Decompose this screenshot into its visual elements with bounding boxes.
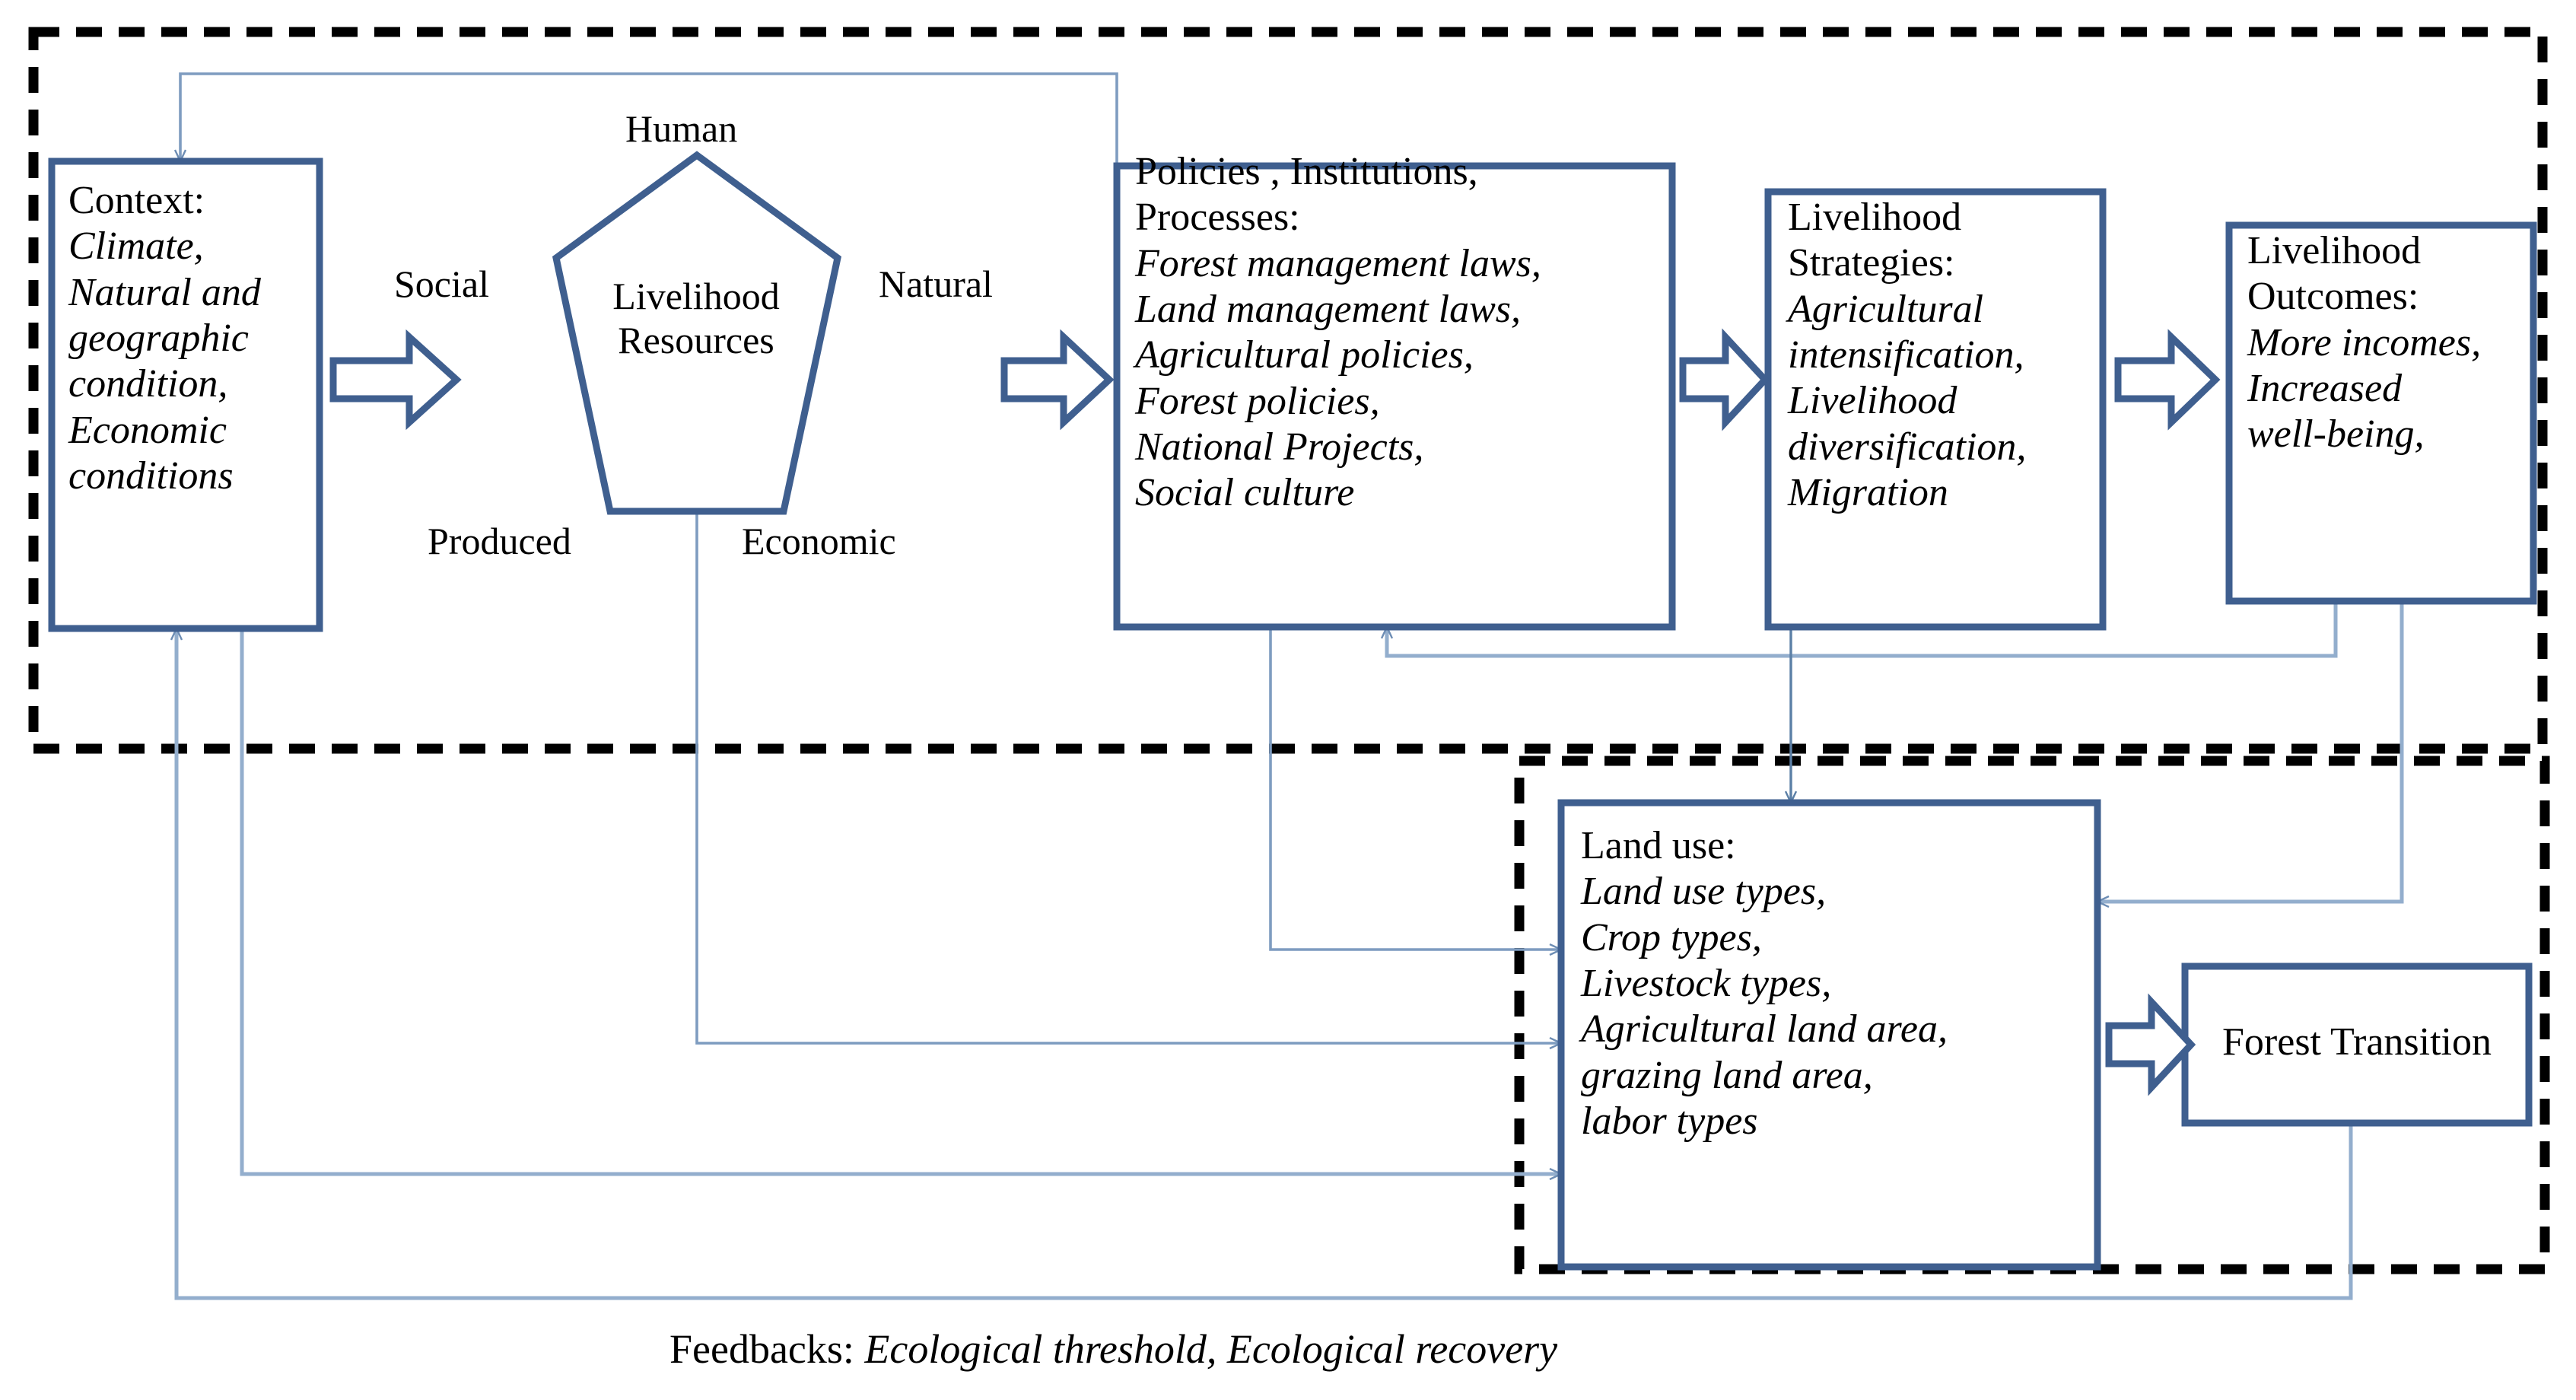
upper-dashed-frame bbox=[28, 27, 2548, 754]
landuse-item: Crop types, bbox=[1581, 915, 1762, 959]
strategies-item: intensification, bbox=[1788, 332, 2024, 377]
policies-item: Land management laws, bbox=[1135, 287, 1521, 331]
context-box-outline bbox=[48, 158, 323, 632]
block-arrow-pentagon-to-policies bbox=[1000, 329, 1115, 431]
context-box[interactable]: Context: Climate, Natural and geographic… bbox=[68, 178, 320, 499]
block-arrow-landuse-to-forest-transition bbox=[2105, 993, 2196, 1096]
strategies-title-line: Livelihood bbox=[1788, 196, 1962, 239]
pentagon-center-line: Resources bbox=[618, 319, 774, 361]
strategies-title-line: Strategies: bbox=[1788, 241, 1955, 285]
pentagon-vertex-economic: Economic bbox=[742, 520, 896, 562]
context-item: conditions bbox=[68, 453, 234, 498]
forest-transition-box[interactable]: Forest Transition bbox=[2185, 1020, 2529, 1065]
forest-transition-box-outline bbox=[2181, 963, 2533, 1127]
box-outlines bbox=[48, 158, 2537, 1271]
feedbacks-caption-items: Ecological threshold, Ecological recover… bbox=[864, 1326, 1558, 1372]
landuse-box[interactable]: Land use: Land use types, Crop types, Li… bbox=[1581, 823, 2106, 1144]
block-arrow-strategies-to-outcomes bbox=[2114, 329, 2221, 431]
connector-outcomes-to-landuse bbox=[2097, 601, 2404, 902]
pentagon-vertex-social: Social bbox=[394, 262, 489, 305]
strategies-box-outline bbox=[1764, 188, 2107, 631]
policies-item: National Projects, bbox=[1135, 425, 1424, 469]
outcomes-item: well-being, bbox=[2247, 412, 2425, 457]
outcomes-title-line: Livelihood bbox=[2247, 229, 2422, 272]
block-arrows bbox=[329, 328, 2221, 1096]
policies-box[interactable]: Policies , Institutions, Processes: Fore… bbox=[1135, 149, 1668, 517]
strategies-item: diversification, bbox=[1788, 425, 2027, 469]
livelihood-pentagon bbox=[552, 151, 842, 515]
connector-policies-to-context bbox=[180, 72, 1118, 166]
block-arrow-context-to-pentagon bbox=[329, 329, 462, 431]
connector-pentagon-to-landuse bbox=[695, 511, 1561, 1043]
policies-box-outline bbox=[1113, 162, 1676, 631]
connector-context-to-landuse bbox=[240, 628, 1561, 1174]
context-item: geographic bbox=[68, 316, 249, 360]
policies-title-line: Policies , Institutions, bbox=[1135, 150, 1478, 193]
pentagon-vertex-produced: Produced bbox=[428, 520, 571, 562]
pentagon-vertex-human: Human bbox=[625, 107, 738, 150]
policies-item: Agricultural policies, bbox=[1135, 333, 1474, 377]
strategies-item: Agricultural bbox=[1788, 287, 1984, 331]
outcomes-item: Increased bbox=[2247, 366, 2403, 410]
strategies-box[interactable]: Livelihood Strategies: Agricultural inte… bbox=[1788, 195, 2107, 516]
landuse-title: Land use: bbox=[1581, 824, 1736, 867]
pentagon-center-label: Livelihood Resources bbox=[578, 274, 814, 362]
forest-transition-title: Forest Transition bbox=[2222, 1020, 2492, 1064]
landuse-item: labor types bbox=[1581, 1099, 1758, 1143]
landuse-item: grazing land area, bbox=[1581, 1053, 1873, 1097]
block-arrow-policies-to-strategies bbox=[1679, 328, 1770, 431]
connector-policies-to-landuse bbox=[1269, 627, 1561, 950]
strategies-item: Migration bbox=[1788, 470, 1948, 514]
feedbacks-caption-prefix: Feedbacks: bbox=[669, 1326, 865, 1372]
context-item: condition, bbox=[68, 362, 228, 406]
policies-title-line: Processes: bbox=[1135, 196, 1300, 240]
policies-item: Social culture bbox=[1135, 471, 1355, 515]
connector-outcomes-to-policies bbox=[1387, 601, 2338, 658]
outcomes-item: More incomes, bbox=[2247, 320, 2482, 364]
pentagon-center-line: Livelihood bbox=[612, 275, 780, 317]
context-item: Climate, bbox=[68, 224, 204, 269]
policies-item: Forest management laws, bbox=[1135, 241, 1541, 285]
context-item: Economic bbox=[68, 408, 227, 452]
policies-item: Forest policies, bbox=[1135, 379, 1380, 423]
context-item: Natural and bbox=[68, 270, 261, 314]
outcomes-title-line: Outcomes: bbox=[2247, 275, 2419, 319]
landuse-item: Livestock types, bbox=[1581, 961, 1832, 1005]
feedbacks-caption: Feedbacks: Ecological threshold, Ecologi… bbox=[669, 1325, 1557, 1373]
pentagon-vertex-natural: Natural bbox=[879, 262, 993, 305]
connector-forest-transition-to-context bbox=[177, 628, 2353, 1300]
strategies-item: Livelihood bbox=[1788, 379, 1957, 423]
outcomes-box[interactable]: Livelihood Outcomes: More incomes, Incre… bbox=[2247, 228, 2536, 458]
landuse-item: Land use types, bbox=[1581, 870, 1827, 914]
landuse-item: Agricultural land area, bbox=[1581, 1007, 1948, 1052]
outcomes-box-outline bbox=[2225, 221, 2537, 605]
context-title: Context: bbox=[68, 179, 205, 222]
landuse-box-outline bbox=[1557, 799, 2101, 1271]
